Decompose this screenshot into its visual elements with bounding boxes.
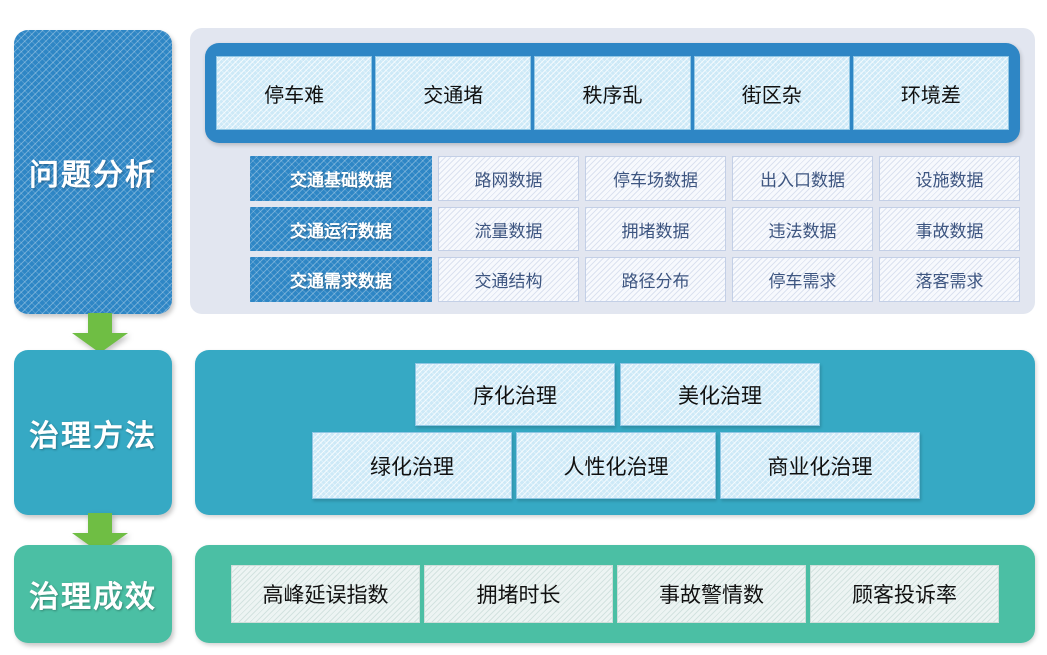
issue-bar: 停车难 交通堵 秩序乱 街区杂 环境差 bbox=[205, 43, 1020, 143]
data-cell[interactable]: 停车场数据 bbox=[585, 156, 726, 201]
data-cell[interactable]: 停车需求 bbox=[732, 257, 873, 303]
issue-label: 环境差 bbox=[900, 82, 961, 107]
data-cell[interactable]: 出入口数据 bbox=[732, 156, 873, 201]
issue-cell[interactable]: 停车难 bbox=[216, 56, 373, 130]
issue-label: 交通堵 bbox=[423, 82, 484, 107]
issue-label: 秩序乱 bbox=[582, 82, 643, 107]
data-cell-label: 违法数据 bbox=[768, 221, 837, 242]
arrow-down-icon bbox=[72, 513, 128, 553]
data-cell-label: 停车需求 bbox=[768, 272, 837, 293]
data-cell-label: 出入口数据 bbox=[760, 170, 845, 191]
issue-cell[interactable]: 交通堵 bbox=[375, 56, 532, 130]
effect-card-label: 高峰延误指数 bbox=[262, 583, 389, 607]
data-row-header-label: 交通需求数据 bbox=[290, 272, 392, 293]
method-card-label: 人性化治理 bbox=[563, 454, 669, 479]
rail-stage-problem: 问题分析 bbox=[14, 30, 172, 314]
issue-cell[interactable]: 街区杂 bbox=[693, 56, 850, 130]
method-card[interactable]: 序化治理 bbox=[415, 363, 615, 426]
rail-stage-method: 治理方法 bbox=[14, 350, 172, 515]
effect-panel: 高峰延误指数 拥堵时长 事故警情数 顾客投诉率 bbox=[195, 545, 1035, 643]
data-cell[interactable]: 设施数据 bbox=[879, 156, 1020, 201]
data-row: 交通基础数据 路网数据 停车场数据 出入口数据 设施数据 bbox=[250, 156, 1020, 201]
data-cell-label: 事故数据 bbox=[915, 221, 984, 242]
data-row: 交通需求数据 交通结构 路径分布 停车需求 落客需求 bbox=[250, 257, 1020, 303]
effect-card[interactable]: 顾客投诉率 bbox=[810, 565, 999, 623]
data-row-header-label: 交通基础数据 bbox=[290, 170, 392, 191]
data-cell[interactable]: 路径分布 bbox=[585, 257, 726, 303]
data-cell-label: 路径分布 bbox=[621, 272, 690, 293]
arrow-down-icon bbox=[72, 313, 128, 353]
issue-label: 停车难 bbox=[264, 82, 325, 107]
method-card-label: 商业化治理 bbox=[767, 454, 873, 479]
data-cell-label: 设施数据 bbox=[915, 170, 984, 191]
issue-label: 街区杂 bbox=[741, 82, 802, 107]
issue-cell[interactable]: 秩序乱 bbox=[534, 56, 691, 130]
data-row-header[interactable]: 交通运行数据 bbox=[250, 206, 432, 252]
effect-card[interactable]: 拥堵时长 bbox=[424, 565, 613, 623]
method-card-label: 绿化治理 bbox=[370, 454, 454, 479]
data-cell-label: 停车场数据 bbox=[613, 170, 698, 191]
issue-cell[interactable]: 环境差 bbox=[852, 56, 1010, 130]
data-row-header-label: 交通运行数据 bbox=[290, 221, 392, 242]
data-cell-label: 路网数据 bbox=[474, 170, 543, 191]
effect-card-label: 事故警情数 bbox=[659, 583, 764, 607]
data-row-header[interactable]: 交通基础数据 bbox=[250, 156, 432, 201]
data-cell[interactable]: 路网数据 bbox=[438, 156, 579, 201]
rail-label-problem: 问题分析 bbox=[29, 158, 157, 193]
data-cell[interactable]: 拥堵数据 bbox=[585, 206, 726, 252]
effect-card[interactable]: 高峰延误指数 bbox=[231, 565, 420, 623]
data-cell[interactable]: 事故数据 bbox=[879, 206, 1020, 252]
data-row: 交通运行数据 流量数据 拥堵数据 违法数据 事故数据 bbox=[250, 206, 1020, 252]
rail-stage-effect: 治理成效 bbox=[14, 545, 172, 643]
data-category-grid: 交通基础数据 路网数据 停车场数据 出入口数据 设施数据 交通运行数据 流量数据 bbox=[250, 156, 1020, 303]
method-card[interactable]: 人性化治理 bbox=[516, 432, 716, 499]
data-cell-label: 流量数据 bbox=[474, 221, 543, 242]
data-cell[interactable]: 流量数据 bbox=[438, 206, 579, 252]
data-cell[interactable]: 违法数据 bbox=[732, 206, 873, 252]
rail-label-method: 治理方法 bbox=[29, 418, 157, 454]
method-card[interactable]: 商业化治理 bbox=[720, 432, 920, 499]
data-cell-label: 拥堵数据 bbox=[621, 221, 690, 242]
method-card[interactable]: 绿化治理 bbox=[312, 432, 512, 499]
rail-label-effect: 治理成效 bbox=[29, 580, 157, 615]
effect-card[interactable]: 事故警情数 bbox=[617, 565, 806, 623]
data-cell[interactable]: 交通结构 bbox=[438, 257, 579, 303]
method-card-label: 美化治理 bbox=[678, 383, 762, 408]
effect-card-label: 拥堵时长 bbox=[476, 583, 561, 607]
effect-card-label: 顾客投诉率 bbox=[852, 583, 957, 607]
data-row-header[interactable]: 交通需求数据 bbox=[250, 257, 432, 303]
data-cell-label: 落客需求 bbox=[915, 272, 984, 293]
method-card-label: 序化治理 bbox=[473, 383, 557, 408]
method-card[interactable]: 美化治理 bbox=[620, 363, 820, 426]
data-cell[interactable]: 落客需求 bbox=[879, 257, 1020, 303]
data-cell-label: 交通结构 bbox=[474, 272, 543, 293]
